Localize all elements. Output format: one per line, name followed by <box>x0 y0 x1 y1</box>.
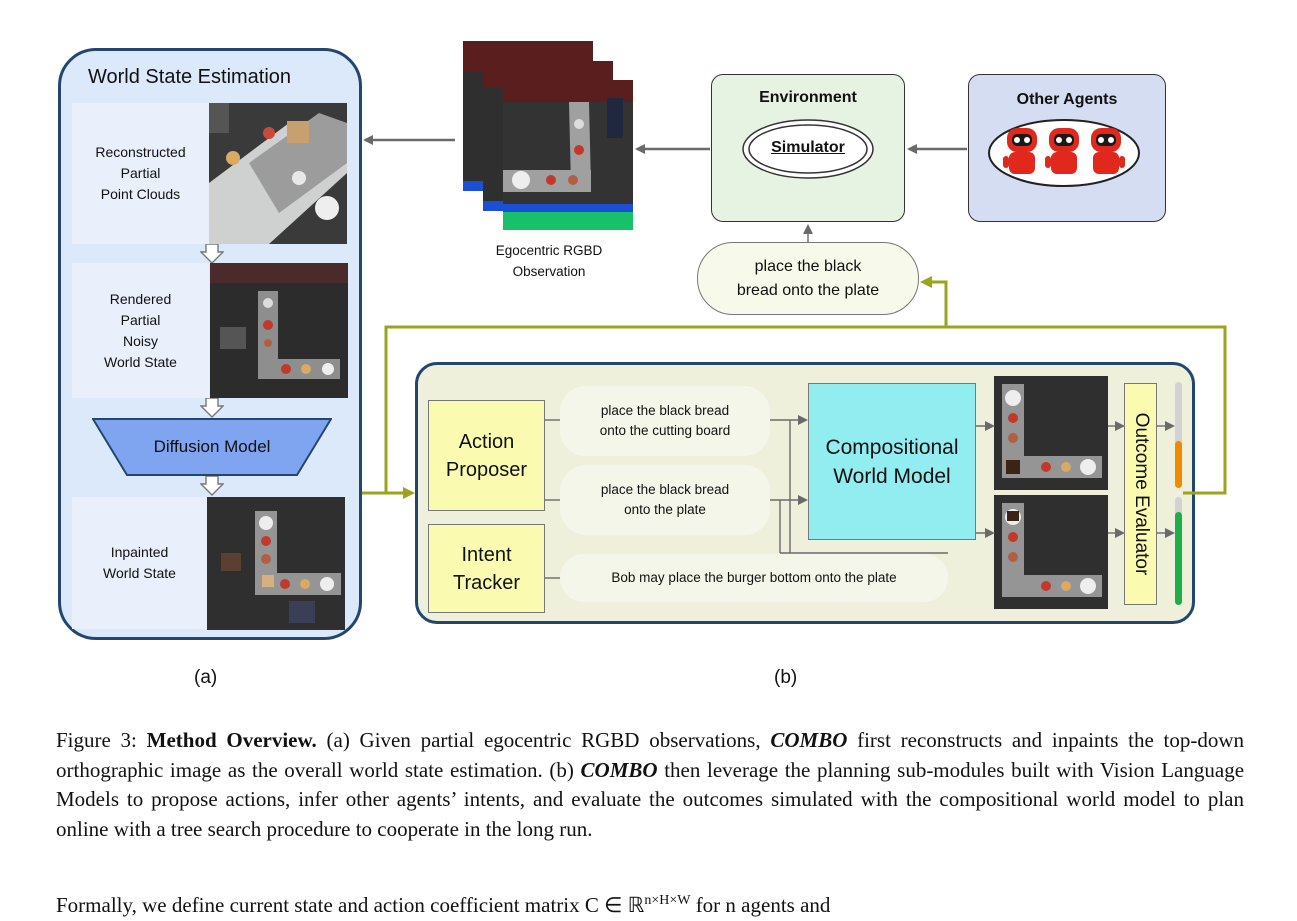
environment-title: Environment <box>759 89 857 106</box>
step-2-line: Rendered <box>109 290 172 307</box>
intent-tracker-box: Intent Tracker <box>428 524 545 613</box>
action-proposer-line: Proposer <box>445 458 528 481</box>
figure-number: Figure 3: <box>56 728 137 752</box>
outcome-evaluator-label: Outcome Evaluator <box>1130 412 1152 576</box>
inpainted-state-image <box>207 497 345 630</box>
panel-a-title: World State Estimation <box>88 66 292 88</box>
score-bar-fill-1 <box>1175 441 1182 488</box>
rendered-label-box: Rendered Partial Noisy World State <box>72 263 209 398</box>
compositional-world-model-box: Compositional World Model <box>808 383 976 540</box>
diffusion-model-label: Diffusion Model <box>153 437 271 456</box>
action-proposer-box: Action Proposer <box>428 400 545 511</box>
outcome-evaluator-box: Outcome Evaluator <box>1124 383 1157 605</box>
predicted-state-image-1 <box>994 376 1108 490</box>
action-option-line: place the black bread <box>600 403 730 418</box>
observation-line: Egocentric RGBD <box>495 243 603 258</box>
action-option-line: onto the plate <box>624 502 706 517</box>
observation-frame-front <box>503 80 633 230</box>
caption-title: Method Overview. <box>146 728 317 752</box>
down-arrow-1 <box>200 244 224 264</box>
intent-prediction: Bob may place the burger bottom onto the… <box>560 554 948 602</box>
command-pill: place the black bread onto the plate <box>697 242 919 315</box>
figure-caption: Figure 3: Method Overview. (a) Given par… <box>56 726 1244 844</box>
caption-combo-2: COMBO <box>580 757 658 782</box>
cut-line-text: Formally, we define current state and ac… <box>56 893 645 917</box>
cut-line-end: for n agents and <box>695 893 831 917</box>
robot-icon <box>1045 128 1079 174</box>
point-cloud-image <box>209 103 347 244</box>
cut-line-superscript: n×H×W <box>644 893 691 908</box>
robot-icon <box>1003 128 1037 174</box>
step-1-line: Point Clouds <box>100 186 181 202</box>
simulator-label: Simulator <box>771 139 845 156</box>
intent-tracker-line: Intent <box>461 543 512 566</box>
step-1-line: Reconstructed <box>95 144 186 160</box>
inpainted-label-box: Inpainted World State <box>72 497 207 629</box>
panel-a-sublabel: (a) <box>194 667 218 688</box>
command-line: place the black <box>754 257 862 275</box>
step-2-line: Partial <box>120 311 161 328</box>
action-option-2: place the black bread onto the plate <box>560 465 770 535</box>
step-2-line: World State <box>104 353 177 370</box>
body-text-cut-line: Formally, we define current state and ac… <box>56 886 1244 921</box>
panel-b-sublabel: (b) <box>774 667 798 688</box>
observation-label: Egocentric RGBD Observation <box>463 240 635 282</box>
observation-line: Observation <box>512 264 586 279</box>
command-line: bread onto the plate <box>736 281 880 299</box>
action-option-line: onto the cutting board <box>599 423 731 438</box>
world-model-line: World Model <box>833 464 951 488</box>
step-2-line: Noisy <box>122 332 158 349</box>
caption-text-a: (a) Given partial egocentric RGBD observ… <box>326 728 761 752</box>
action-option-line: place the black bread <box>600 482 730 497</box>
caption-text-b: (b) <box>549 757 574 782</box>
caption-combo-1: COMBO <box>770 728 848 752</box>
down-arrow-2 <box>200 398 224 418</box>
world-model-line: Compositional <box>825 435 959 459</box>
robot-icon <box>1091 128 1125 174</box>
caption-text-b-end: then leverage the planning sub-modules b… <box>56 757 1245 841</box>
down-arrow-3 <box>200 476 224 496</box>
score-bar-fill-2 <box>1175 512 1182 605</box>
reconstructed-label-box: Reconstructed Partial Point Clouds <box>72 103 209 244</box>
step-3-line: World State <box>103 565 176 581</box>
caption-text-a-end: first reconstructs and inpaints the top-… <box>56 728 1245 782</box>
intent-tracker-line: Tracker <box>452 571 521 594</box>
rendered-state-image <box>210 263 348 398</box>
action-proposer-line: Action <box>458 430 515 453</box>
simulator-ellipse <box>742 119 874 179</box>
step-1-line: Partial <box>120 165 161 181</box>
step-3-line: Inpainted <box>110 544 169 560</box>
action-option-1: place the black bread onto the cutting b… <box>560 386 770 456</box>
other-agents-title: Other Agents <box>1016 91 1118 108</box>
predicted-state-image-2 <box>994 495 1108 609</box>
diffusion-model-block <box>92 418 332 476</box>
robot-agents-icon <box>988 119 1140 187</box>
